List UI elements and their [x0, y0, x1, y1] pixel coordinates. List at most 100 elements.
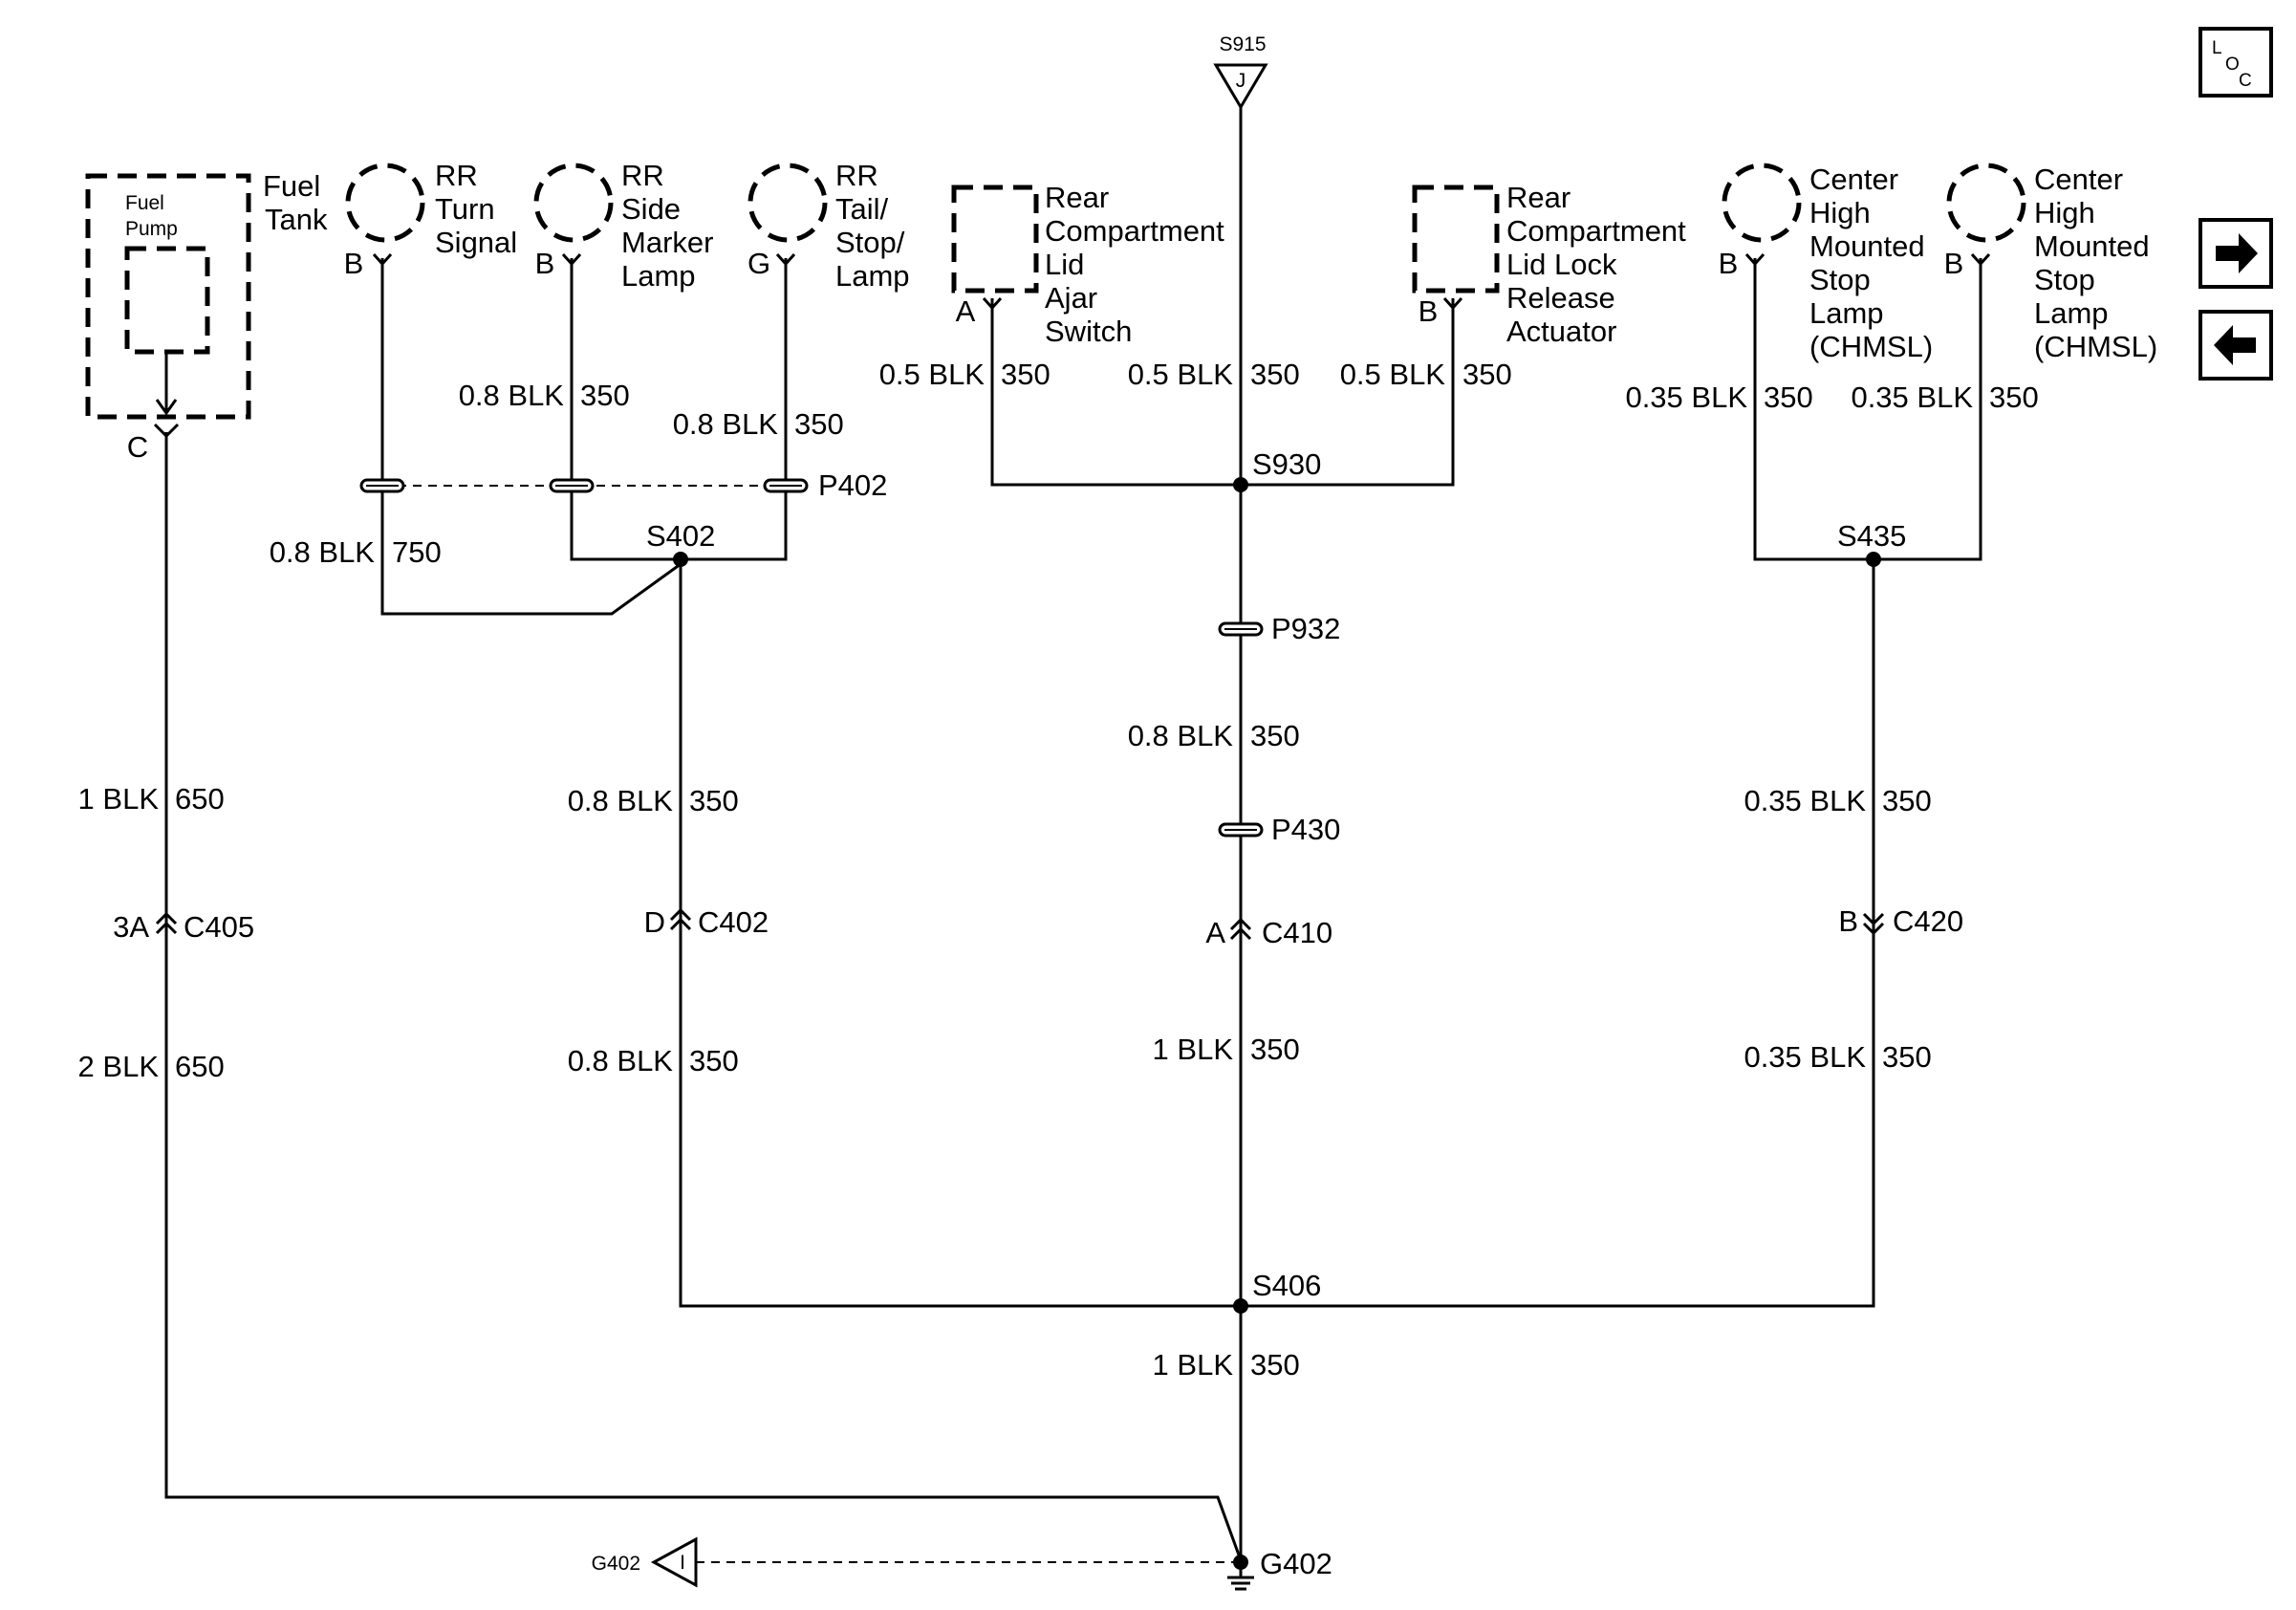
connector-name: C405	[184, 910, 254, 944]
switch-name-line: Actuator	[1506, 315, 1616, 348]
lamp-name-line: Stop/	[835, 226, 905, 259]
wire-circuit: 350	[689, 784, 739, 817]
wire-circuit: 350	[1250, 1033, 1300, 1066]
wire-size: 0.8 BLK	[568, 1044, 674, 1077]
wire-circuit: 350	[1250, 719, 1300, 752]
ground-g402: G402	[1227, 1547, 1332, 1591]
wire-size: 0.8 BLK	[270, 535, 376, 569]
lamp-name-line: Stop	[2034, 263, 2095, 296]
wire-circuit: 350	[1764, 381, 1813, 414]
lamp-name-line: (CHMSL)	[2034, 330, 2157, 363]
wire-size: 1 BLK	[1153, 1033, 1234, 1066]
lamp-pin: G	[747, 247, 770, 280]
inline-connectors: 3A C405 D C402 A C410 B C420	[113, 904, 1963, 949]
wire-size: 0.8 BLK	[673, 407, 779, 441]
wire-size: 0.5 BLK	[1128, 358, 1234, 391]
passthrough-grommets: P402 P932 P430	[359, 468, 1340, 846]
fuel-tank-label-2: Tank	[265, 203, 328, 236]
splice-pack-triangle	[1213, 63, 1268, 110]
switch-name-line: Ajar	[1045, 281, 1097, 315]
passthrough-label: P402	[818, 468, 887, 502]
lamp-name-line: RR	[435, 159, 478, 192]
lamp-pin: B	[1719, 247, 1739, 280]
lamp-name-line: Center	[2034, 163, 2123, 196]
lamp-pin: B	[344, 247, 364, 280]
switch-name-line: Rear	[1045, 181, 1109, 214]
lamp-name-line: Lamp	[835, 259, 910, 293]
ground-g402-reference[interactable]: I G402	[592, 1536, 698, 1588]
wire-size: 0.5 BLK	[879, 358, 986, 391]
lamp-pin: B	[535, 247, 555, 280]
wire-circuit: 350	[1250, 358, 1300, 391]
splice-dot	[1233, 477, 1248, 492]
splice-dot	[1866, 552, 1881, 567]
lamp-chmsl-1: Center High Mounted Stop Lamp (CHMSL) B	[1719, 163, 1934, 363]
lamp-name-line: Lamp	[2034, 296, 2109, 330]
lamp-name-line: Signal	[435, 226, 517, 259]
loc-button[interactable]: L O C	[2199, 27, 2273, 98]
switch-lid-ajar: Rear Compartment Lid Ajar Switch A	[951, 181, 1224, 348]
connector-c402: D C402	[644, 905, 769, 939]
loc-letter-c: C	[2239, 71, 2252, 91]
wire-circuit: 350	[1882, 1040, 1932, 1074]
wire-circuit: 350	[1989, 381, 2039, 414]
wire-circuit: 650	[175, 1050, 225, 1083]
connector-pin: D	[644, 905, 665, 939]
wire-size: 0.35 BLK	[1625, 381, 1747, 414]
wire-circuit: 350	[1001, 358, 1051, 391]
wire-size: 0.8 BLK	[568, 784, 674, 817]
grommet	[763, 478, 809, 493]
lamp-name-line: (CHMSL)	[1809, 330, 1933, 363]
connector-c410: A C410	[1205, 916, 1332, 949]
connector-c405: 3A C405	[113, 910, 254, 944]
lamp-name-line: Turn	[435, 192, 495, 226]
next-page-button[interactable]	[2199, 218, 2273, 289]
lamp-name-line: Center	[1809, 163, 1898, 196]
fuel-tank-label-1: Fuel	[263, 169, 320, 203]
wire-size: 1 BLK	[78, 782, 160, 816]
lamp-name-line: RR	[835, 159, 878, 192]
arrow-left-icon	[2214, 325, 2256, 365]
lamp-name-line: Lamp	[621, 259, 696, 293]
switch-name-line: Compartment	[1045, 214, 1224, 248]
connector-name: C420	[1893, 904, 1963, 938]
lamp-rr-side-marker: RR Side Marker Lamp B	[533, 159, 713, 293]
ground-label: G402	[1260, 1547, 1332, 1580]
previous-page-button[interactable]	[2199, 310, 2273, 381]
passthrough-label: P932	[1271, 612, 1340, 645]
wire-circuit: 350	[1250, 1348, 1300, 1382]
loc-letter-l: L	[2212, 38, 2222, 58]
arrow-right-icon	[2216, 233, 2258, 273]
connector-c420: B C420	[1838, 904, 1963, 938]
wire-size: 0.8 BLK	[1128, 719, 1234, 752]
lamp-name-line: High	[1809, 196, 1871, 229]
connector-name: C402	[698, 905, 769, 939]
loc-letter-o: O	[2225, 54, 2240, 75]
fuel-pump-pin: C	[127, 430, 148, 464]
wire-size: 0.35 BLK	[1744, 784, 1866, 817]
lamp-name-line: High	[2034, 196, 2095, 229]
ground-ref-label: G402	[592, 1553, 640, 1575]
grommet	[1218, 822, 1264, 838]
splice-label: S930	[1252, 447, 1321, 481]
switch-name-line: Rear	[1506, 181, 1570, 214]
lamp-name-line: Lamp	[1809, 296, 1884, 330]
fuel-pump-component: Fuel Pump Fuel Tank C	[85, 169, 328, 464]
lamp-chmsl-2: Center High Mounted Stop Lamp (CHMSL) B	[1944, 163, 2158, 363]
grommet	[1218, 621, 1264, 637]
wire-size: 0.8 BLK	[459, 379, 565, 412]
wire-size: 1 BLK	[1153, 1348, 1234, 1382]
connector-pin: B	[1838, 904, 1858, 938]
lamp-name-line: Stop	[1809, 263, 1871, 296]
wire-circuit: 350	[1882, 784, 1932, 817]
switch-name-line: Release	[1506, 281, 1615, 315]
wire-circuit: 350	[580, 379, 630, 412]
lamp-name-line: Side	[621, 192, 681, 226]
ground-ref-letter: I	[680, 1552, 685, 1574]
wire-circuit: 750	[392, 535, 442, 569]
splice-dot	[673, 552, 688, 567]
connector-name: C410	[1262, 916, 1332, 949]
lamp-name-line: RR	[621, 159, 664, 192]
switch-name-line: Compartment	[1506, 214, 1686, 248]
